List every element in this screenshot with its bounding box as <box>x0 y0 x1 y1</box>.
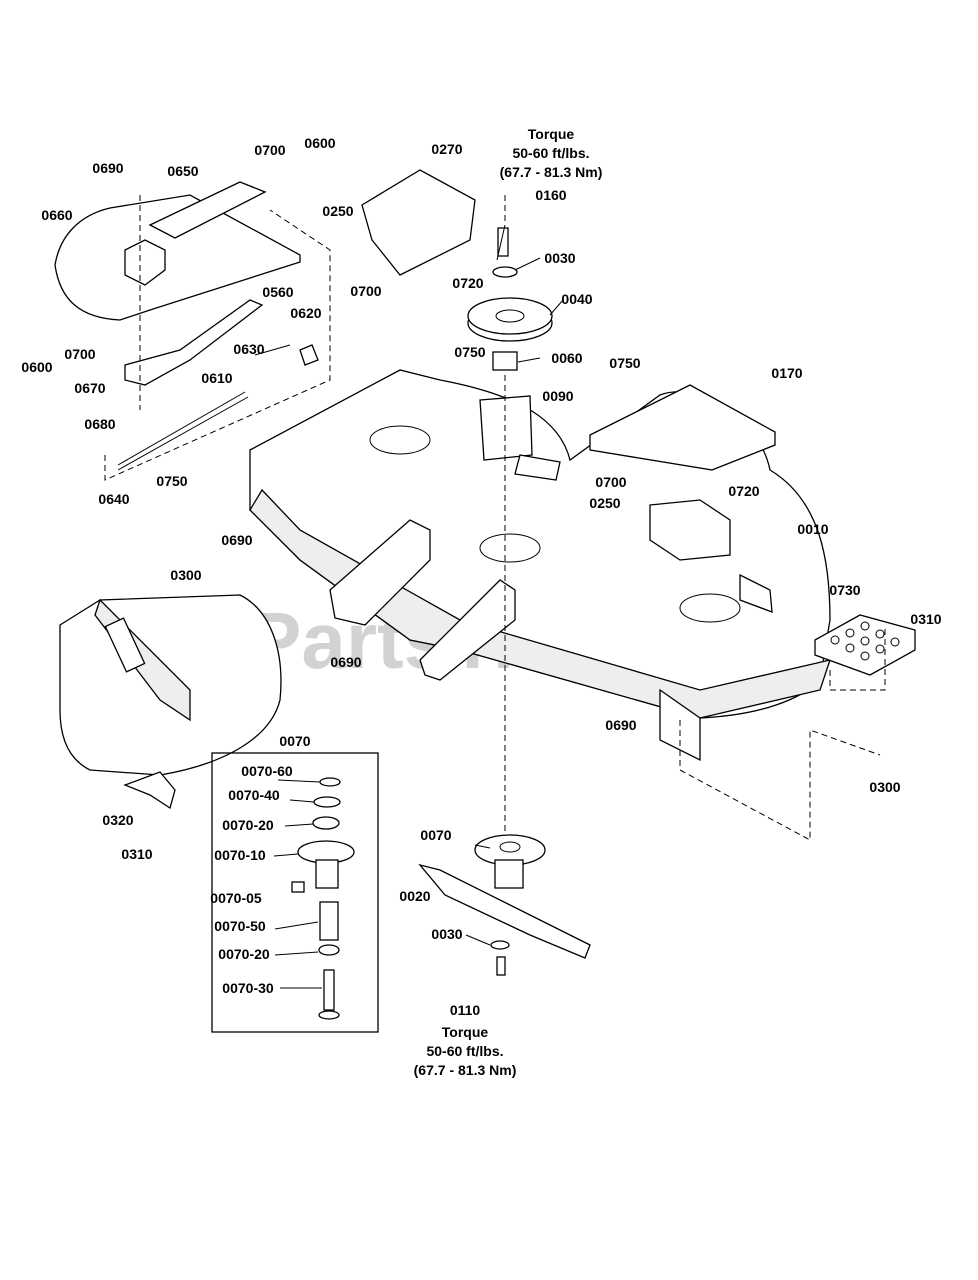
bolt-0160-drawing <box>497 227 509 257</box>
callout-0610: 0610 <box>201 370 232 386</box>
callout-0300: 0300 <box>170 567 201 583</box>
cover-0270-drawing <box>361 169 476 276</box>
callout-0070-30: 0070-30 <box>222 980 274 996</box>
callout-0250: 0250 <box>322 203 353 219</box>
callout-0690: 0690 <box>605 717 636 733</box>
callout-0700: 0700 <box>254 142 285 158</box>
callout-0070-40: 0070-40 <box>228 787 280 803</box>
callout-0030: 0030 <box>544 250 575 266</box>
callout-0680: 0680 <box>84 416 115 432</box>
callout-0750: 0750 <box>609 355 640 371</box>
spindle-breakdown-drawing <box>291 777 355 1020</box>
callout-0650: 0650 <box>167 163 198 179</box>
callout-0630: 0630 <box>233 341 264 357</box>
callout-0670: 0670 <box>74 380 105 396</box>
torque-value: 50-60 ft/lbs. <box>512 145 589 161</box>
callout-0060: 0060 <box>551 350 582 366</box>
callout-0070: 0070 <box>420 827 451 843</box>
pulley-0040-drawing <box>467 297 553 342</box>
callout-0020: 0020 <box>399 888 430 904</box>
callout-0300: 0300 <box>869 779 900 795</box>
callout-0070-50: 0070-50 <box>214 918 266 934</box>
callout-0070-20: 0070-20 <box>222 817 274 833</box>
callout-0700: 0700 <box>64 346 95 362</box>
callout-0730: 0730 <box>829 582 860 598</box>
callout-0270: 0270 <box>431 141 462 157</box>
callout-0040: 0040 <box>561 291 592 307</box>
callout-0070-05: 0070-05 <box>210 890 262 906</box>
callout-0720: 0720 <box>728 483 759 499</box>
callout-0620: 0620 <box>290 305 321 321</box>
callout-0070-10: 0070-10 <box>214 847 266 863</box>
idler-assembly-drawing <box>54 181 319 471</box>
callout-0560: 0560 <box>262 284 293 300</box>
spindle-breakdown-box <box>211 752 379 1033</box>
callout-0170: 0170 <box>771 365 802 381</box>
torque-metric: (67.7 - 81.3 Nm) <box>500 164 603 180</box>
callout-0690: 0690 <box>330 654 361 670</box>
callout-0640: 0640 <box>98 491 129 507</box>
spindle-and-blade-drawing <box>418 834 591 976</box>
torque-title: Torque <box>528 126 575 142</box>
callout-0310: 0310 <box>910 611 941 627</box>
callout-0750: 0750 <box>156 473 187 489</box>
callout-0690: 0690 <box>221 532 252 548</box>
callouts: 0690 0650 0700 0600 0660 0700 0600 0670 … <box>21 135 941 1018</box>
callout-0030: 0030 <box>431 926 462 942</box>
callout-0600: 0600 <box>304 135 335 151</box>
callout-0070-20: 0070-20 <box>218 946 270 962</box>
callout-0660: 0660 <box>41 207 72 223</box>
callout-0110: 0110 <box>450 1002 481 1018</box>
callout-0320: 0320 <box>102 812 133 828</box>
callout-0750: 0750 <box>454 344 485 360</box>
callout-0600: 0600 <box>21 359 52 375</box>
bearing-0060-drawing <box>492 351 518 371</box>
leader-lines <box>254 224 564 989</box>
callout-0700: 0700 <box>595 474 626 490</box>
callout-0720: 0720 <box>452 275 483 291</box>
bracket-0320-drawing <box>123 771 176 810</box>
discharge-chute-drawing <box>59 594 282 776</box>
callout-0090: 0090 <box>542 388 573 404</box>
torque-metric: (67.7 - 81.3 Nm) <box>414 1062 517 1078</box>
callout-0010: 0010 <box>797 521 828 537</box>
callout-0250: 0250 <box>589 495 620 511</box>
torque-value: 50-60 ft/lbs. <box>426 1043 503 1059</box>
torque-annotation-bottom: Torque 50-60 ft/lbs. (67.7 - 81.3 Nm) <box>414 1024 517 1078</box>
plate-0730-drawing <box>814 614 916 676</box>
callout-0310: 0310 <box>121 846 152 862</box>
washer-0030-drawing <box>492 266 518 278</box>
callout-0070-60: 0070-60 <box>241 763 293 779</box>
torque-title: Torque <box>442 1024 489 1040</box>
spindle-box-title: 0070 <box>279 733 310 749</box>
callout-0700: 0700 <box>350 283 381 299</box>
callout-0160: 0160 <box>535 187 566 203</box>
torque-annotation-top: Torque 50-60 ft/lbs. (67.7 - 81.3 Nm) <box>500 126 603 180</box>
callout-0690: 0690 <box>92 160 123 176</box>
